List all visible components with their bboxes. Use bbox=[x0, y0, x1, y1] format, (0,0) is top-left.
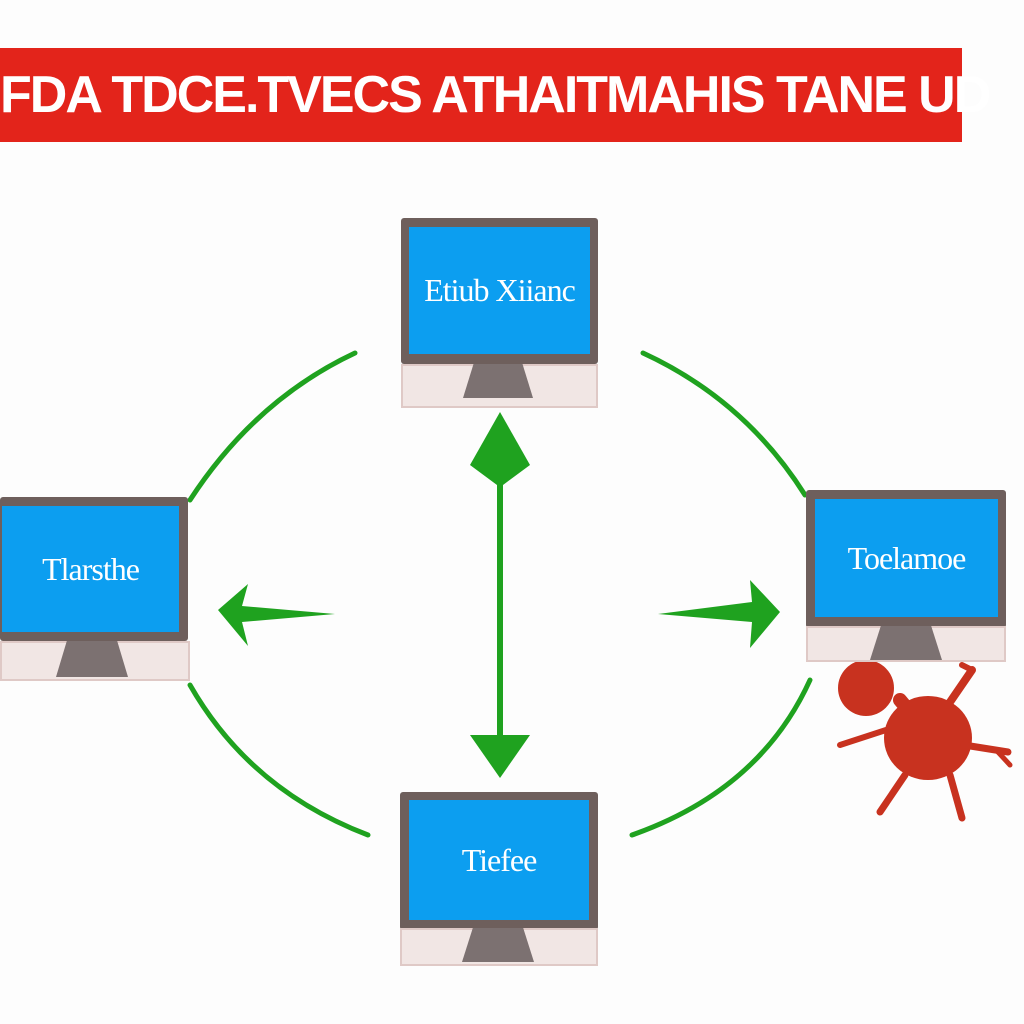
arrow-up-icon bbox=[470, 412, 530, 485]
monitor-screen: Tlarsthe bbox=[2, 506, 179, 632]
arrow-right-icon bbox=[658, 580, 780, 648]
arrow-down-icon bbox=[470, 735, 530, 778]
arrow-left-icon bbox=[218, 584, 335, 646]
title-banner: FDA TDCE.TVECS ATHAITMAHIS TANE UD bbox=[0, 48, 991, 142]
monitor-top: Etiub Xiianc bbox=[401, 218, 598, 408]
monitor-stand bbox=[56, 641, 128, 677]
ring-arc-bottom-right bbox=[629, 677, 813, 838]
bug-icon bbox=[837, 660, 1013, 822]
node-label-top: Etiub Xiianc bbox=[424, 272, 576, 308]
ring-arc-top-left bbox=[187, 350, 358, 503]
ring-arc-top-right bbox=[640, 350, 808, 498]
ring-arc-bottom-left bbox=[187, 682, 371, 838]
diagram-title: FDA TDCE.TVECS ATHAITMAHIS TANE UD bbox=[0, 66, 991, 124]
monitor-right: Toelamoe bbox=[806, 490, 1006, 672]
node-label-left: Tlarsthe bbox=[42, 550, 140, 587]
monitor-screen: Etiub Xiianc bbox=[409, 227, 590, 354]
node-label-right: Toelamoe bbox=[847, 539, 967, 576]
monitor-stand bbox=[462, 928, 534, 962]
monitor-bottom: Tiefee bbox=[400, 792, 598, 974]
monitor-stand bbox=[463, 364, 533, 398]
monitor-screen: Tiefee bbox=[409, 800, 589, 920]
node-label-bottom: Tiefee bbox=[461, 841, 538, 878]
monitor-left: Tlarsthe bbox=[0, 497, 190, 683]
monitor-screen: Toelamoe bbox=[815, 499, 998, 617]
monitor-stand bbox=[870, 626, 942, 660]
